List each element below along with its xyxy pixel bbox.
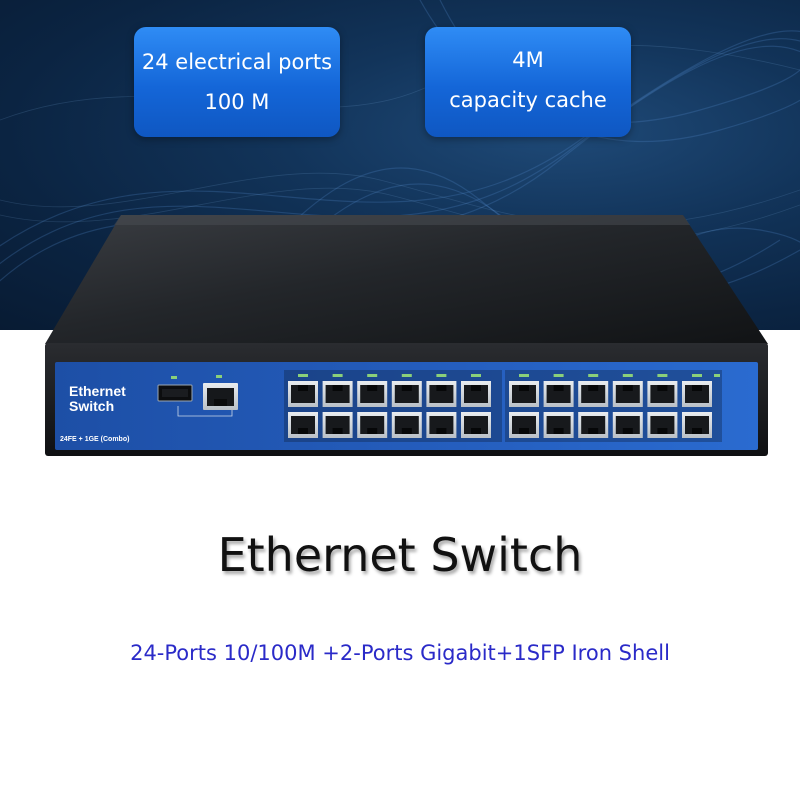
badge-cache-line2: capacity cache — [449, 88, 607, 112]
device-brand-line2: Switch — [69, 398, 115, 414]
port-led — [471, 374, 481, 377]
port-led — [519, 374, 529, 377]
page-subtitle: 24-Ports 10/100M +2-Ports Gigabit+1SFP I… — [130, 641, 670, 665]
port-led — [401, 374, 412, 377]
port-led — [332, 374, 343, 377]
device-brand-label: Ethernet Switch — [69, 384, 126, 414]
port-led — [588, 374, 599, 377]
port-led — [553, 374, 564, 377]
device-top-lid — [45, 215, 768, 344]
badge-ports-line1: 24 electrical ports — [141, 50, 333, 74]
device-brand-line1: Ethernet — [69, 383, 126, 399]
page-title: Ethernet Switch — [217, 528, 583, 582]
port-led — [657, 374, 668, 377]
port-led — [298, 374, 308, 377]
port-led — [436, 374, 447, 377]
device-model-label: 24FE + 1GE (Combo) — [60, 436, 130, 443]
power-led — [714, 374, 720, 377]
port-led-row — [298, 374, 720, 377]
rj45-port-grid — [288, 381, 712, 438]
badge-ports-line2: 100 M — [204, 90, 270, 114]
ethernet-switch-device — [45, 215, 768, 456]
badge-cache-line1: 4M — [512, 48, 544, 72]
port-led — [692, 374, 702, 377]
feature-badge-cache: 4M capacity cache — [425, 27, 631, 137]
port-led — [367, 374, 378, 377]
port-led — [622, 374, 633, 377]
feature-badge-ports: 24 electrical ports 100 M — [134, 27, 340, 137]
